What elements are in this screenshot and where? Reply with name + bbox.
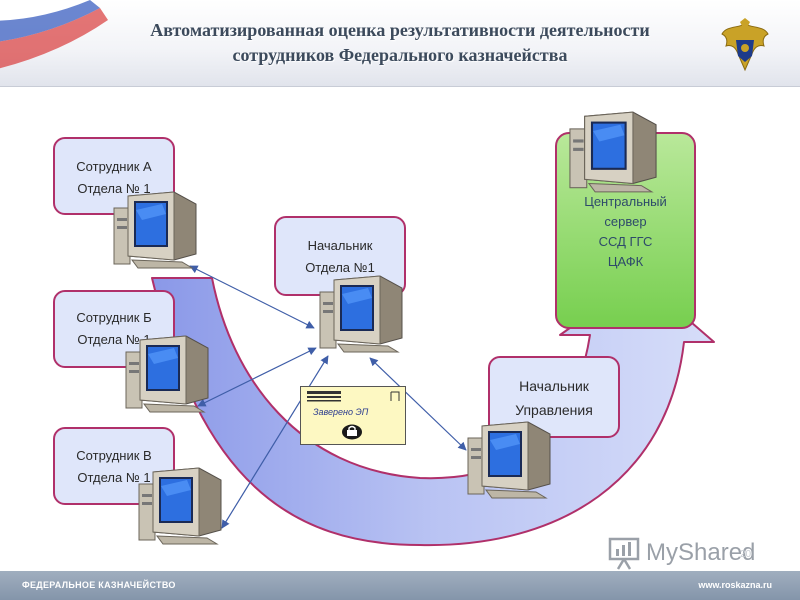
node-label: Сотрудник В <box>76 448 152 463</box>
computer-icon <box>467 421 551 499</box>
node-sublabel: Отдела №1 <box>305 260 375 275</box>
server-label-2: сервер <box>604 214 647 229</box>
presentation-icon <box>608 537 640 570</box>
server-label-4: ЦАФК <box>607 254 644 269</box>
slide-number: 20 <box>740 549 752 560</box>
computer-icon <box>138 467 222 545</box>
node-sublabel: Управления <box>515 402 593 418</box>
lock-icon <box>342 424 362 440</box>
computer-icon <box>569 111 657 193</box>
connector-head-to-division <box>369 357 467 451</box>
node-sublabel: Отдела № 1 <box>77 181 151 196</box>
envelope-icon <box>307 391 400 402</box>
header: Автоматизированная оценка результативнос… <box>0 0 800 87</box>
node-sublabel: Отдела № 1 <box>77 470 151 485</box>
node-label: Начальник <box>307 238 373 253</box>
connector-a-to-head <box>189 265 315 329</box>
connector-v-to-head <box>221 355 329 529</box>
flag-icon <box>0 0 108 69</box>
node-sublabel: Отдела № 1 <box>77 332 151 347</box>
server-label-1: Центральный <box>584 194 667 209</box>
title-line-1: Автоматизированная оценка результативнос… <box>150 20 650 40</box>
computer-icon <box>113 191 197 269</box>
node-label: Сотрудник Б <box>76 310 152 325</box>
computer-icon <box>319 275 403 353</box>
node-label: Сотрудник А <box>76 159 152 174</box>
title-line-2: сотрудников Федерального казначейства <box>232 45 568 65</box>
node-label: Начальник <box>519 378 589 394</box>
node-employee-a[interactable]: Сотрудник А Отдела № 1 <box>53 137 175 215</box>
watermark-text: MyShared <box>646 539 756 566</box>
server-label-3: ССД ГГС <box>598 234 653 249</box>
computer-icon <box>125 335 209 413</box>
watermark: MyShared 20 <box>608 535 768 575</box>
signed-document[interactable]: Заверено ЭП <box>300 386 406 445</box>
certificate-label: Заверено ЭП <box>313 407 369 417</box>
emblem-icon <box>721 18 769 72</box>
footer: ФЕДЕРАЛЬНОЕ КАЗНАЧЕЙСТВО www.roskazna.ru <box>0 571 800 600</box>
page-title: Автоматизированная оценка результативнос… <box>70 18 730 68</box>
footer-organization: ФЕДЕРАЛЬНОЕ КАЗНАЧЕЙСТВО <box>22 580 176 590</box>
footer-website-link[interactable]: www.roskazna.ru <box>698 580 772 590</box>
